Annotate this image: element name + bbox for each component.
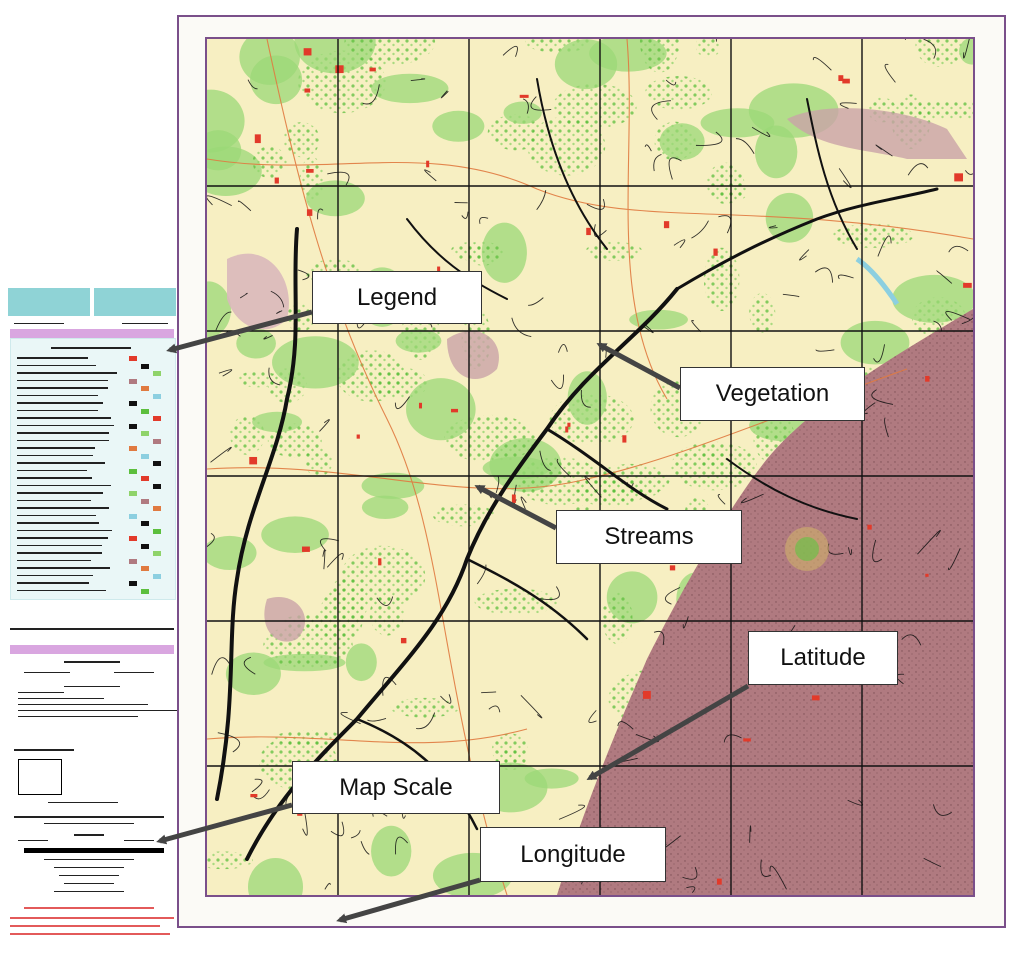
legend-callout: Legend bbox=[312, 271, 482, 324]
legend-callout-label: Legend bbox=[356, 283, 438, 311]
map-canvas bbox=[207, 39, 973, 895]
arrow-icon bbox=[166, 309, 313, 354]
lake bbox=[855, 256, 900, 306]
arrow-icon bbox=[336, 877, 481, 924]
topographic-map bbox=[205, 37, 975, 897]
urban-area bbox=[557, 309, 973, 895]
panel-header-left bbox=[8, 288, 90, 316]
map-scale-callout: Map Scale bbox=[292, 761, 500, 814]
panel-header-right bbox=[94, 288, 176, 316]
info-header-bar bbox=[10, 645, 174, 654]
streams-callout-label: Streams bbox=[604, 523, 694, 550]
longitude-callout: Longitude bbox=[480, 827, 666, 882]
map-frame bbox=[177, 15, 1006, 928]
latitude-callout: Latitude bbox=[748, 631, 898, 685]
latitude-callout-label: Latitude bbox=[780, 644, 866, 671]
arrow-icon bbox=[586, 683, 750, 781]
vegetation-callout-label: Vegetation bbox=[715, 380, 830, 407]
index-map-box bbox=[18, 759, 62, 795]
legend-box bbox=[10, 338, 176, 600]
arrow-icon bbox=[596, 342, 682, 391]
arrow-icon bbox=[156, 802, 293, 845]
legend-header-bar bbox=[10, 329, 174, 338]
scale-bar bbox=[24, 848, 164, 853]
map-scale-callout-label: Map Scale bbox=[339, 773, 453, 801]
map-info-panel bbox=[4, 283, 178, 948]
arrow-icon bbox=[474, 484, 558, 531]
longitude-callout-label: Longitude bbox=[520, 840, 626, 868]
streams-callout: Streams bbox=[556, 510, 742, 564]
vegetation-callout: Vegetation bbox=[680, 367, 865, 421]
